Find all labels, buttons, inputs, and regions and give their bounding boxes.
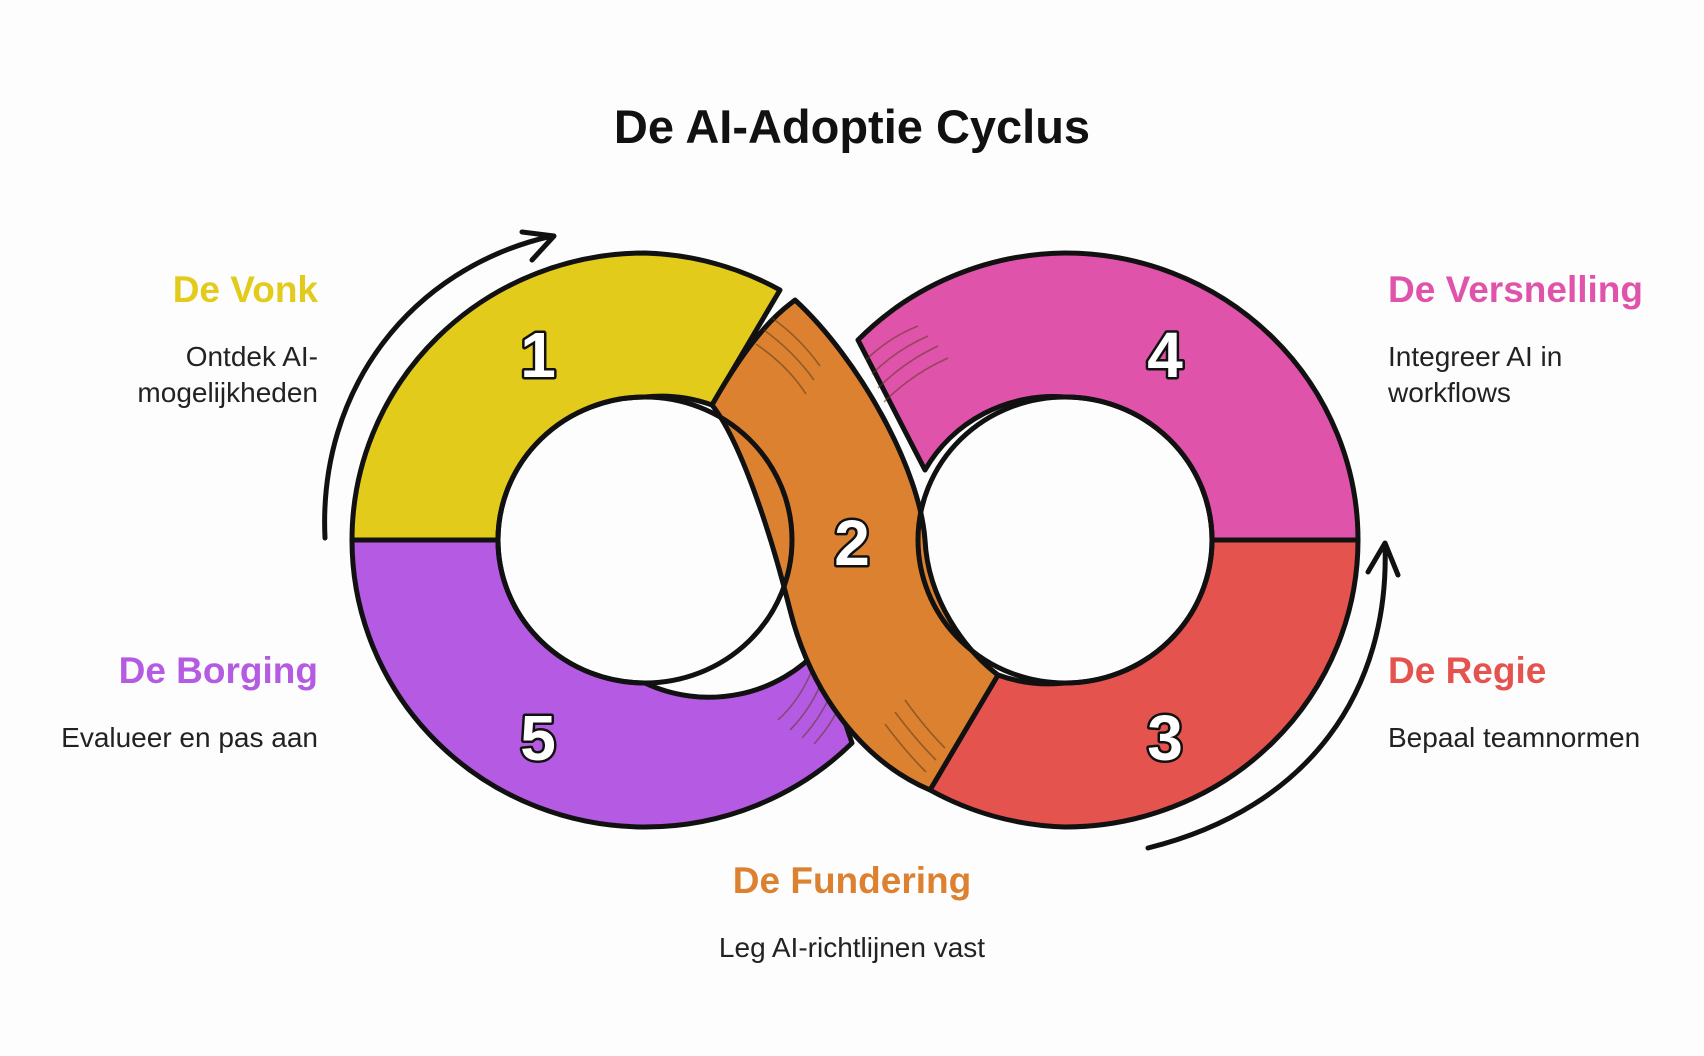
step-4-description-line-1: Integreer AI in [1388, 341, 1562, 372]
step-3-number: 3 [1147, 702, 1183, 774]
right-ring-hole [915, 394, 1215, 686]
step-5-title: De Borging [119, 650, 318, 691]
segment-4-versnelling [855, 250, 1361, 543]
label-step-2: De Fundering Leg AI-richtlijnen vast [719, 860, 985, 963]
right-ring [855, 250, 1361, 830]
step-3-description: Bepaal teamnormen [1388, 722, 1640, 753]
step-1-description-line-2: mogelijkheden [137, 377, 318, 408]
right-ring-shading [865, 325, 949, 403]
left-ring-hole [495, 394, 795, 686]
arrow-left-top [322, 229, 557, 541]
step-3-title: De Regie [1388, 650, 1546, 691]
step-1-description-line-1: Ontdek AI- [186, 341, 318, 372]
segment-5-borging [349, 537, 855, 830]
step-2-title: De Fundering [733, 860, 971, 901]
crossover-shading [755, 317, 946, 773]
label-step-1: De Vonk Ontdek AI- mogelijkheden [137, 269, 318, 408]
arrow-right-bottom [1145, 540, 1401, 851]
step-4-number: 4 [1147, 319, 1183, 391]
step-4-title: De Versnelling [1388, 269, 1643, 310]
step-4-description-line-2: workflows [1387, 377, 1511, 408]
step-2-number: 2 [834, 507, 870, 579]
step-1-title: De Vonk [173, 269, 319, 310]
crossover-band [709, 297, 1001, 793]
step-1-number: 1 [520, 319, 556, 391]
step-2-description: Leg AI-richtlijnen vast [719, 932, 985, 963]
page-title: De AI-Adoptie Cyclus [614, 100, 1090, 153]
label-step-3: De Regie Bepaal teamnormen [1388, 650, 1640, 753]
label-step-4: De Versnelling Integreer AI in workflows [1387, 269, 1643, 408]
step-5-description: Evalueer en pas aan [61, 722, 318, 753]
step-5-number: 5 [520, 702, 556, 774]
segment-2-fundering [709, 297, 1001, 793]
label-step-5: De Borging Evalueer en pas aan [61, 650, 318, 753]
